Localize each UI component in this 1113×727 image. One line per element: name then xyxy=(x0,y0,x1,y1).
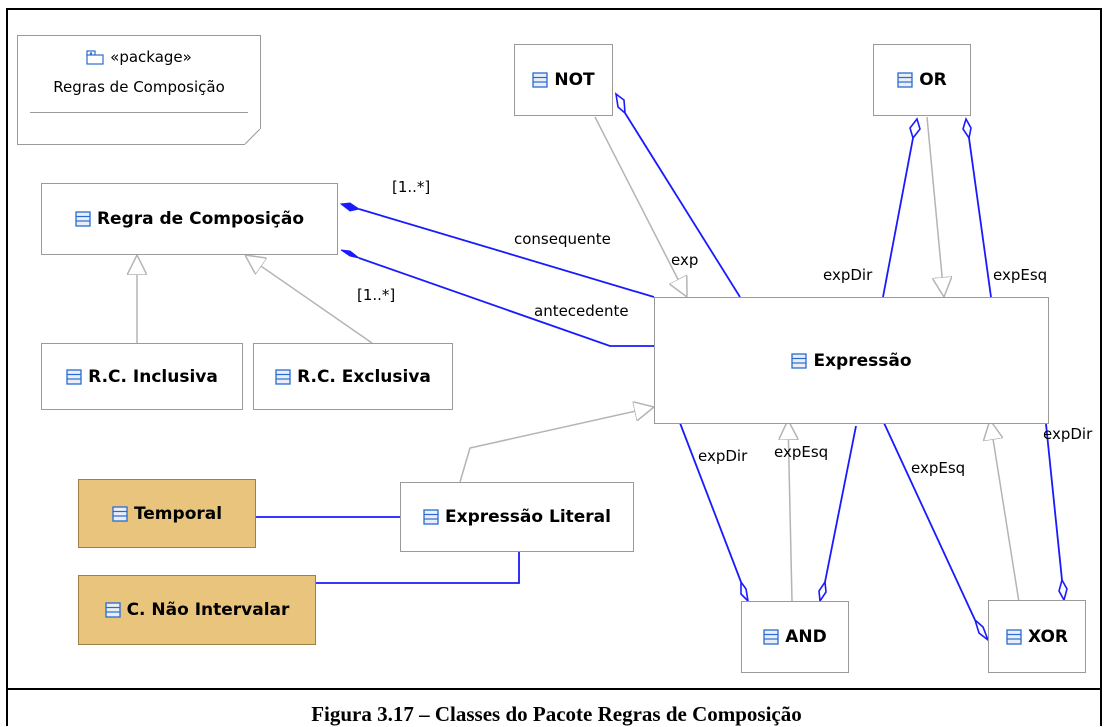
class-not[interactable]: NOT xyxy=(514,44,613,116)
class-xor[interactable]: XOR xyxy=(988,600,1086,673)
package-separator xyxy=(30,112,248,113)
package-note: «package» Regras de Composição xyxy=(17,35,261,145)
role-xor-expesq: expEsq xyxy=(911,459,966,477)
association-not-exp xyxy=(624,112,741,298)
class-icon xyxy=(423,509,439,525)
class-icon xyxy=(75,211,91,227)
class-temporal[interactable]: Temporal xyxy=(78,479,256,548)
class-label: Regra de Composição xyxy=(96,209,305,229)
package-icon xyxy=(86,49,104,65)
association-or-expDir xyxy=(882,137,914,298)
association-xor-expEsq xyxy=(883,422,976,621)
role-antecedente: antecedente xyxy=(534,302,629,320)
composition-diamond-antecedente xyxy=(340,249,360,259)
generalization-exclusiva xyxy=(245,255,373,344)
class-rc-exclusiva[interactable]: R.C. Exclusiva xyxy=(253,343,453,410)
page-edge-right xyxy=(1100,688,1102,726)
association-xor-expDir xyxy=(1045,423,1063,581)
aggregation-diamond-not xyxy=(614,92,626,115)
page-edge-left xyxy=(6,688,8,726)
aggregation-diamond-xor-esq xyxy=(973,617,990,643)
class-icon xyxy=(112,505,128,522)
class-label: Expressão Literal xyxy=(445,507,611,527)
class-icon xyxy=(763,629,779,645)
class-icon xyxy=(532,72,549,88)
class-icon xyxy=(897,72,913,88)
aggregation-diamond-and-dir xyxy=(740,579,750,604)
aggregation-diamond-and-esq xyxy=(818,579,827,604)
class-label: Temporal xyxy=(133,503,223,524)
aggregation-diamond-or-esq xyxy=(962,116,972,141)
class-or[interactable]: OR xyxy=(873,44,971,116)
generalization-not xyxy=(594,116,687,297)
role-and-expesq: expEsq xyxy=(774,443,829,461)
multiplicity-consequente: [1..*] xyxy=(392,178,431,196)
role-consequente: consequente xyxy=(514,230,611,248)
generalization-literal xyxy=(459,407,654,483)
composition-diamond-consequente xyxy=(339,202,361,212)
class-expressao-literal[interactable]: Expressão Literal xyxy=(400,482,634,552)
class-label: OR xyxy=(919,70,947,90)
association-and-expDir xyxy=(679,422,742,583)
class-label: R.C. Exclusiva xyxy=(297,366,431,387)
class-regra-de-composicao[interactable]: Regra de Composição xyxy=(41,183,338,255)
class-and[interactable]: AND xyxy=(741,601,849,673)
generalization-or xyxy=(926,116,944,297)
package-name: Regras de Composição xyxy=(53,78,225,96)
association-consequente xyxy=(358,208,655,298)
association-and-expEsq xyxy=(824,425,857,583)
class-icon xyxy=(791,352,808,369)
association-or-expEsq xyxy=(968,137,992,298)
role-exp: exp xyxy=(671,251,699,269)
class-label: R.C. Inclusiva xyxy=(88,366,218,387)
association-antecedente xyxy=(358,257,654,347)
generalization-and xyxy=(788,420,792,602)
class-icon xyxy=(275,368,291,385)
package-stereotype-row: «package» xyxy=(18,48,260,66)
class-icon xyxy=(1006,628,1022,645)
aggregation-diamond-or-dir xyxy=(909,117,921,140)
class-label: NOT xyxy=(554,70,595,90)
class-rc-inclusiva[interactable]: R.C. Inclusiva xyxy=(41,343,243,410)
multiplicity-antecedente: [1..*] xyxy=(357,286,396,304)
class-icon xyxy=(104,602,121,618)
class-label: Expressão xyxy=(813,350,912,371)
role-or-expdir: expDir xyxy=(823,266,873,284)
class-label: C. Não Intervalar xyxy=(126,600,290,620)
class-icon xyxy=(66,368,82,385)
class-c-nao-intervalar[interactable]: C. Não Intervalar xyxy=(78,575,316,645)
package-stereotype: «package» xyxy=(110,48,192,66)
class-expressao[interactable]: Expressão xyxy=(654,297,1049,424)
class-label: XOR xyxy=(1027,626,1069,647)
aggregation-diamond-xor-dir xyxy=(1058,577,1068,603)
package-folded-corner xyxy=(245,129,261,145)
figure-caption: Figura 3.17 – Classes do Pacote Regras d… xyxy=(311,702,802,726)
class-label: AND xyxy=(785,627,827,647)
link-naointervalar-literal xyxy=(316,552,520,584)
role-or-expesq: expEsq xyxy=(993,266,1048,284)
role-xor-expdir: expDir xyxy=(1043,425,1093,443)
role-and-expdir: expDir xyxy=(698,447,748,465)
